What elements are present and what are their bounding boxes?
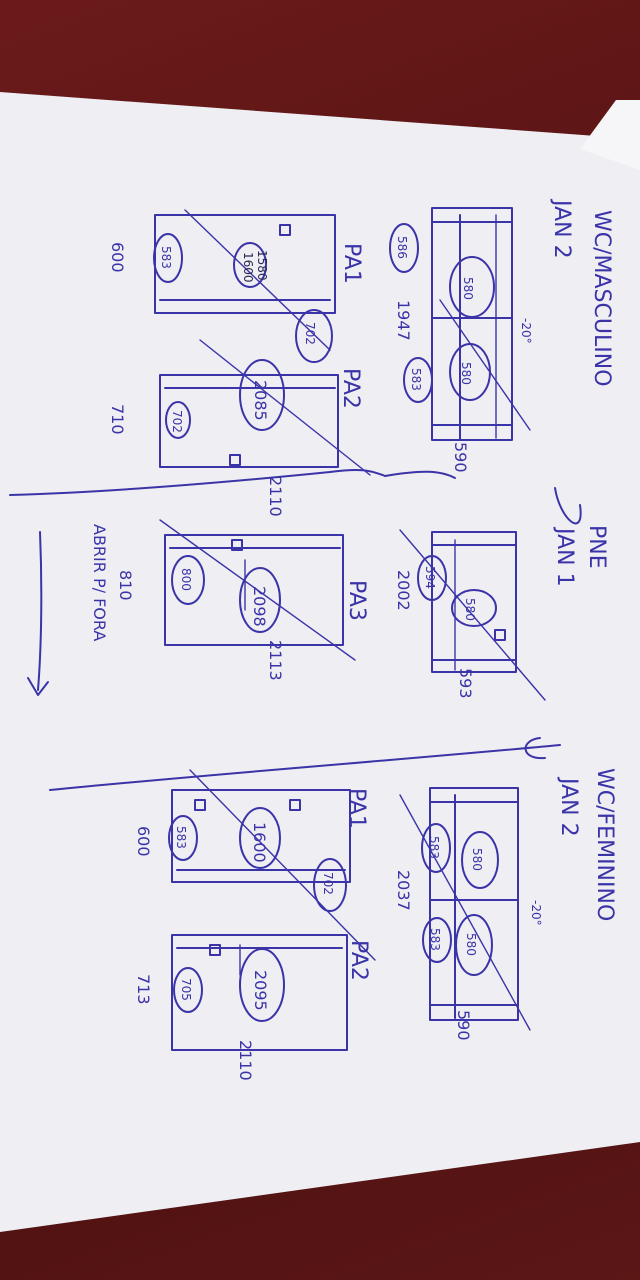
pa2-bottom-label: PA2 — [346, 940, 371, 981]
pa3-width-label: 810 — [116, 570, 135, 601]
pa3-label: PA3 — [344, 580, 369, 621]
pa3-note: ABRIR P/ FORA — [90, 524, 109, 641]
pa2-bottom-circle-small-text: 705 — [179, 978, 193, 1001]
divider-bottom — [49, 744, 561, 791]
pa2-bottom-frame — [171, 934, 348, 1051]
divider-top-right — [384, 470, 456, 479]
top-window-label-b: 586 — [395, 236, 409, 259]
pa2-bottom-height-label: 2110 — [236, 1040, 255, 1081]
section-top-subtitle: JAN 2 — [549, 198, 574, 259]
middle-window-side-label: 593 — [456, 668, 475, 699]
top-window-frame — [431, 207, 513, 441]
top-window-label-a: 580 — [461, 277, 475, 300]
pa3-circle-small — [171, 555, 205, 605]
bottom-window-circle-c — [455, 914, 493, 976]
bottom-window-label-a: 580 — [470, 848, 484, 871]
pa1-bottom-width-label: 600 — [134, 826, 153, 857]
pa1-top-circle-small-text: 583 — [159, 246, 173, 269]
pa3-arrow-line — [37, 531, 43, 691]
pa2-bottom-door — [171, 934, 348, 1051]
middle-window-label-a: 580 — [463, 598, 477, 621]
bottom-window-label-d: 583 — [428, 928, 442, 951]
pa2-top-circle-small-text: 702 — [170, 410, 184, 433]
pa1-bottom-door — [168, 769, 376, 961]
pa1-bottom-circle-right-text: 702 — [321, 872, 335, 895]
pa3-circle-small-text: 800 — [179, 568, 193, 591]
pa3-arrow-head — [27, 677, 49, 696]
bottom-window-circle-a — [461, 831, 499, 889]
pa2-bottom-circle-main — [239, 948, 285, 1022]
top-window-circle-d — [403, 357, 433, 403]
pa1-top-circle-right — [295, 309, 333, 363]
pa2-top-height-label: 2110 — [266, 476, 285, 517]
pa1-bottom-frame — [171, 789, 351, 883]
pa1-top-circle-b-text: 1600 — [241, 252, 255, 283]
pa1-top-circle-main — [233, 242, 267, 288]
bottom-window-height-label: 2037 — [394, 870, 413, 911]
pa3-circle-main — [239, 567, 281, 633]
pa1-top-circle-right-text: 702 — [303, 322, 317, 345]
pa2-top-circle-main — [239, 359, 285, 431]
middle-window-circle-a — [451, 589, 497, 627]
divider-top — [9, 468, 386, 496]
pa1-bottom-circle-small — [168, 815, 198, 861]
bottom-window — [399, 787, 531, 1031]
top-window-side-label: 590 — [451, 442, 470, 473]
brace-mark-bottom — [524, 737, 546, 760]
pa2-top-width-label: 710 — [108, 404, 127, 435]
section-top-title-text: WC/MASCULINO — [589, 210, 614, 387]
pa1-bottom-circle-right — [313, 858, 347, 912]
middle-window-circle-b — [417, 555, 447, 601]
section-top-note: -20° — [519, 318, 533, 344]
pa1-top-label: PA1 — [339, 243, 364, 284]
pa1-top-door — [153, 209, 336, 363]
pa2-bottom-circle-small — [173, 967, 203, 1013]
bottom-window-circle-b — [421, 823, 451, 873]
middle-window-frame — [431, 531, 517, 673]
section-top-subtitle-text: JAN 2 — [549, 198, 574, 259]
pa2-top-frame — [159, 374, 339, 468]
pa1-bottom-circle-main — [239, 807, 281, 869]
section-middle-title: PNE — [584, 525, 609, 569]
pa1-top-circle-small — [153, 233, 183, 283]
pa3-door — [159, 519, 356, 661]
middle-window-height-label: 2002 — [394, 570, 413, 611]
top-window-circle-a — [449, 256, 495, 318]
pa1-bottom-circle-small-text: 583 — [174, 826, 188, 849]
pa1-bottom-circle-main-text: 1600 — [250, 822, 269, 863]
pa1-top-width-label: 600 — [108, 242, 127, 273]
bottom-window-side-label: 590 — [454, 1010, 473, 1041]
pa1-top-circle-a-text: 1580 — [255, 250, 269, 281]
top-window-height-label: 1947 — [394, 300, 413, 341]
pa3-circle-main-text: 2098 — [250, 586, 269, 627]
bottom-window-frame — [429, 787, 519, 1021]
top-window-circle-b — [389, 223, 419, 273]
pa2-top-door — [159, 339, 371, 476]
bottom-window-label-b: 583 — [427, 836, 441, 859]
section-bottom-note: -20° — [529, 900, 543, 926]
pa2-top-circle-small — [165, 401, 191, 439]
brace-mark-top — [554, 487, 582, 525]
pa2-bottom-width-label: 713 — [134, 974, 153, 1005]
middle-window — [399, 529, 546, 701]
section-bottom-title: WC/FEMININO — [592, 768, 617, 921]
pa2-bottom-circle-main-text: 2095 — [251, 970, 270, 1011]
section-bottom-subtitle: JAN 2 — [556, 776, 581, 837]
bottom-window-label-c: 580 — [464, 933, 478, 956]
paper-sheet — [0, 92, 640, 1232]
pa3-frame — [164, 534, 344, 646]
section-top-title: WC/MASCULINO — [589, 210, 614, 387]
top-window-circle-c — [449, 343, 491, 401]
top-window — [389, 207, 531, 441]
top-window-label-d: 583 — [409, 368, 423, 391]
pa2-top-label: PA2 — [338, 368, 363, 409]
section-middle-subtitle: JAN 1 — [552, 526, 577, 587]
bottom-window-circle-d — [422, 917, 452, 963]
top-window-label-c: 580 — [459, 362, 473, 385]
pa3-height-label: 2113 — [266, 640, 285, 681]
pa2-top-circle-main-text: 2085 — [251, 380, 270, 421]
pa1-bottom-label: PA1 — [344, 788, 369, 829]
middle-window-label-b: 594 — [423, 566, 437, 589]
